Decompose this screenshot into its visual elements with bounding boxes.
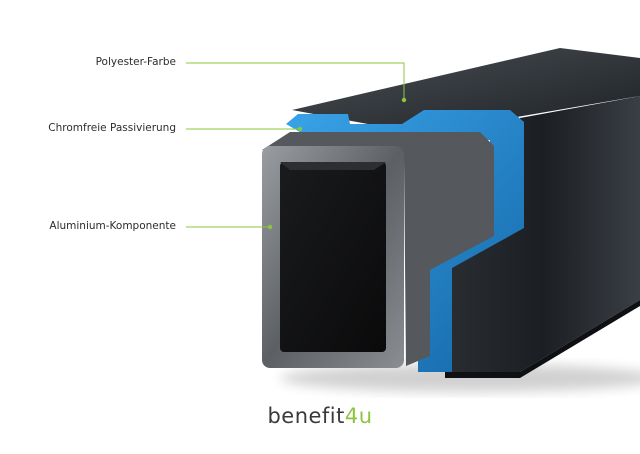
- aluminium-component: [262, 132, 494, 368]
- label-aluminium-component: Aluminium-Komponente: [49, 220, 176, 232]
- leader-line-paint: [186, 62, 405, 100]
- paint-layer: [292, 48, 640, 378]
- brand-logo: benefit4u: [0, 404, 640, 428]
- brand-logo-main: benefit: [267, 404, 345, 428]
- leader-lines: [186, 62, 407, 230]
- brand-logo-accent: 4u: [344, 404, 373, 428]
- label-polyester-paint: Polyester-Farbe: [95, 56, 176, 68]
- label-chrome-free-passivation: Chromfreie Passivierung: [48, 122, 176, 134]
